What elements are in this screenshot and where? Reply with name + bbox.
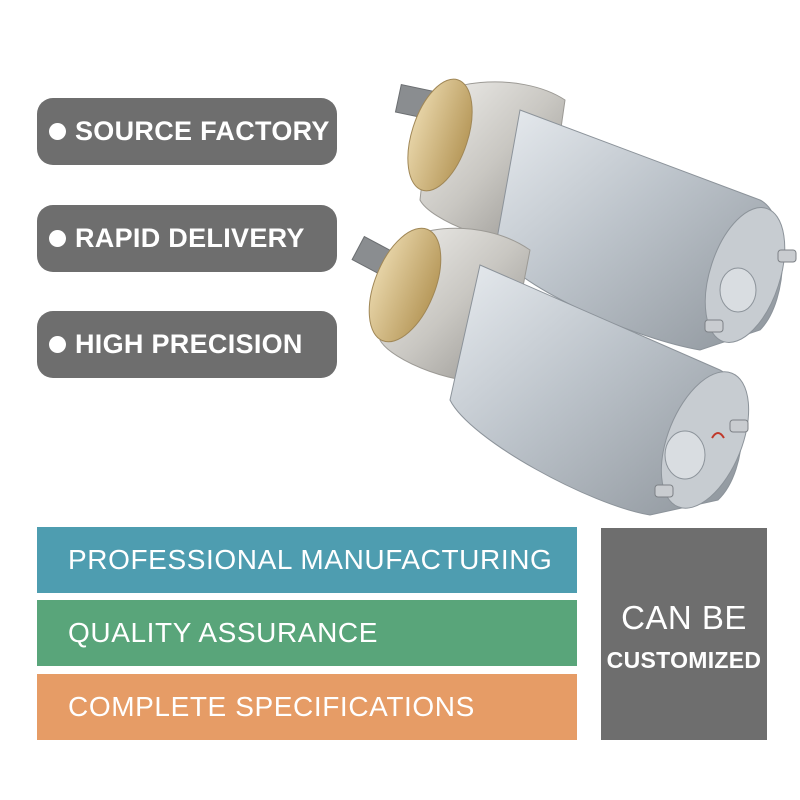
gear-motors-image xyxy=(351,78,797,516)
bullet-dot-icon xyxy=(49,123,66,140)
custom-line-2: CUSTOMIZED xyxy=(606,646,762,673)
can-be-customized-box: CAN BE CUSTOMIZED xyxy=(601,528,767,740)
band-label: PROFESSIONAL MANUFACTURING xyxy=(68,544,553,575)
feature-label: SOURCE FACTORY xyxy=(75,116,330,146)
feature-label: HIGH PRECISION xyxy=(75,329,303,359)
bullet-dot-icon xyxy=(49,230,66,247)
terminal xyxy=(654,484,674,498)
custom-line-1: CAN BE xyxy=(621,598,747,636)
band-quality-assurance: QUALITY ASSURANCE xyxy=(37,600,577,666)
gearbox-face xyxy=(368,227,442,343)
wire xyxy=(711,432,725,439)
motor-front xyxy=(351,227,750,516)
bullet-dot-icon xyxy=(49,336,66,353)
terminal xyxy=(777,249,797,263)
band-label: QUALITY ASSURANCE xyxy=(68,617,378,648)
feature-pill-source-factory: SOURCE FACTORY xyxy=(37,98,337,165)
band-label: COMPLETE SPECIFICATIONS xyxy=(68,691,475,722)
band-complete-specifications: COMPLETE SPECIFICATIONS xyxy=(37,674,577,740)
feature-pill-high-precision: HIGH PRECISION xyxy=(37,311,337,378)
feature-pill-rapid-delivery: RAPID DELIVERY xyxy=(37,205,337,272)
terminal xyxy=(704,319,724,333)
bearing-boss xyxy=(664,430,706,480)
bearing-boss xyxy=(719,267,757,313)
motor-back xyxy=(394,78,797,351)
feature-label: RAPID DELIVERY xyxy=(75,223,305,253)
gearbox-face xyxy=(407,78,473,192)
terminal xyxy=(729,419,749,433)
band-professional-manufacturing: PROFESSIONAL MANUFACTURING xyxy=(37,527,577,593)
